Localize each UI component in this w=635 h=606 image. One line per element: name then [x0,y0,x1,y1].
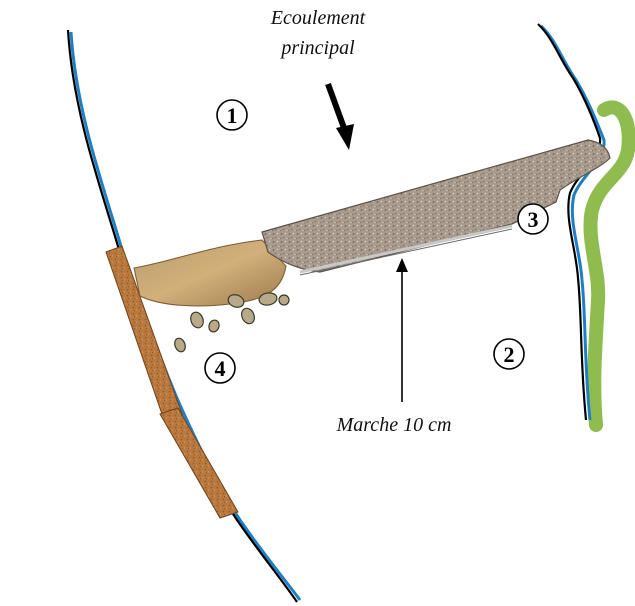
marker-2: 2 [494,339,524,369]
marker-2-label: 2 [504,342,515,367]
stone [239,306,257,326]
gravel-bar-step [262,140,610,272]
left-bank-water-edge [71,32,300,600]
stone [189,310,206,329]
stone [207,319,221,334]
arrow-up-icon [396,258,408,402]
marker-1: 1 [217,100,247,130]
marker-1-label: 1 [227,103,238,128]
marker-4: 4 [205,353,235,383]
marker-3: 3 [518,204,548,234]
arrow-down-icon [328,84,354,150]
stone [279,295,289,305]
marker-3-label: 3 [528,207,539,232]
marker-4-label: 4 [215,356,226,381]
step-label: Marche 10 cm [336,414,452,436]
flow-label-line2: principal [279,37,355,59]
stone [173,337,187,354]
wood-board-lower [160,408,238,518]
flow-label-line1: Ecoulement [270,7,366,29]
left-bank-line [68,30,297,602]
